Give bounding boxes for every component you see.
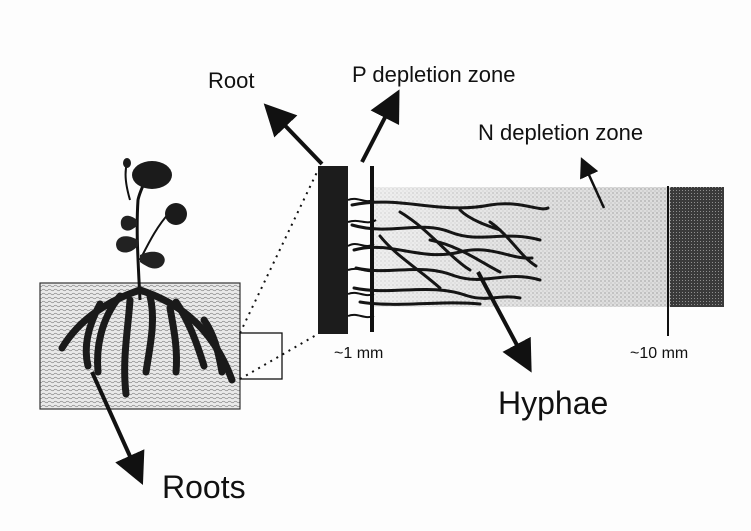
root-system (58, 286, 236, 398)
zoom-selection-box (239, 332, 283, 380)
small-bud-icon (123, 158, 131, 168)
label-n-depletion-zone: N depletion zone (478, 120, 643, 145)
root-bar (318, 166, 348, 334)
arrow-hyphae (476, 271, 532, 373)
label-root: Root (208, 68, 254, 93)
label-roots: Roots (162, 469, 246, 505)
label-scale-10mm: ~10 mm (630, 345, 688, 362)
leaf-icon (140, 251, 165, 269)
arrow-n-zone (580, 157, 606, 209)
annotation-arrows (90, 89, 606, 485)
flower-icon (132, 161, 172, 189)
bulk-soil-band (670, 187, 724, 307)
hyphae-network (350, 200, 550, 306)
zoom-guide-lines (239, 169, 319, 380)
label-scale-1mm: ~1 mm (334, 345, 383, 362)
arrow-roots (90, 371, 145, 485)
label-hyphae: Hyphae (498, 385, 608, 421)
leaf-icon (120, 215, 137, 231)
arrow-root (263, 103, 324, 166)
soil-block (39, 282, 241, 410)
flower-bud-icon (165, 203, 187, 225)
plant-illustration (116, 158, 187, 301)
leaf-icon (116, 236, 138, 253)
arrow-p-zone (360, 89, 400, 163)
label-p-depletion-zone: P depletion zone (352, 62, 516, 87)
